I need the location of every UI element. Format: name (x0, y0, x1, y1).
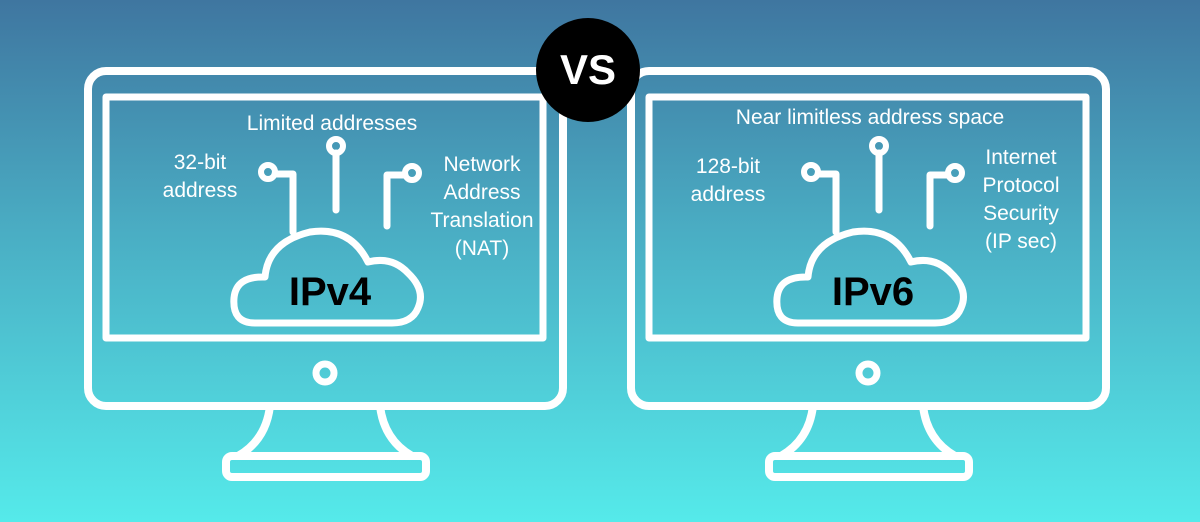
ipv4-title: IPv4 (288, 270, 372, 314)
label-line: (NAT) (454, 237, 510, 260)
label-line: Protocol (982, 174, 1060, 197)
label-line: address (162, 179, 238, 202)
label-line: Address (443, 181, 521, 204)
label-line: Internet (985, 146, 1057, 169)
ipv4-left-label: 32-bit address (150, 149, 250, 205)
label-line: Security (983, 202, 1059, 225)
label-line: 128-bit (695, 155, 761, 178)
label-line: Network (443, 153, 521, 176)
label-line: (IP sec) (985, 230, 1057, 253)
ipv6-title: IPv6 (831, 270, 915, 314)
label-line: 32-bit (173, 151, 227, 174)
ipv6-right-label: Internet Protocol Security (IP sec) (966, 144, 1076, 256)
vs-badge: VS (536, 18, 640, 122)
ipv6-left-label: 128-bit address (678, 153, 778, 209)
label-line: address (690, 183, 766, 206)
label-line: Translation (430, 209, 534, 232)
ipv4-top-label: Limited addresses (246, 112, 418, 135)
ipv6-top-label: Near limitless address space (735, 106, 1005, 129)
ipv4-right-label: Network Address Translation (NAT) (424, 151, 540, 263)
